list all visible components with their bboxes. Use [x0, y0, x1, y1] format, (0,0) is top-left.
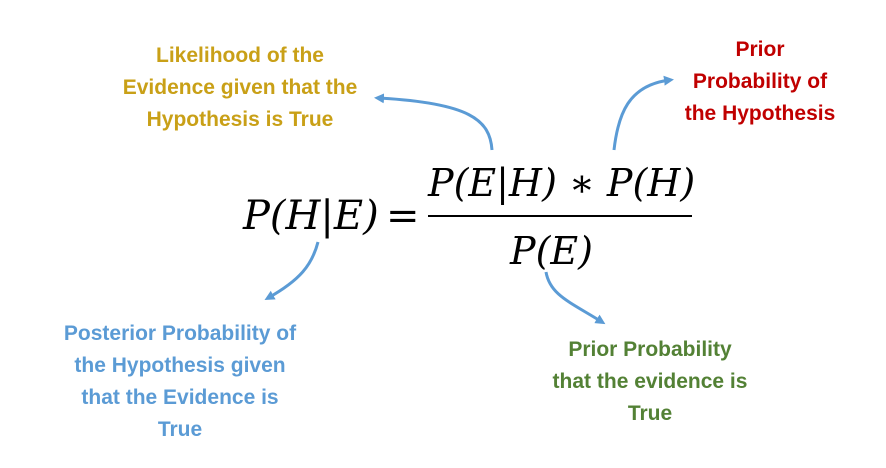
- posterior-label-line: Posterior Probability of: [63, 322, 297, 345]
- prior-hypothesis-label: Prior Probability of the Hypothesis: [640, 34, 880, 130]
- likelihood-label-line: Likelihood of the: [156, 44, 324, 67]
- formula-lhs: P(H|E): [243, 193, 379, 239]
- likelihood-label-line: Evidence given that the: [122, 76, 358, 99]
- posterior-label: Posterior Probability of the Hypothesis …: [20, 318, 340, 446]
- formula-denominator: P(E): [510, 229, 593, 273]
- posterior-label-line: True: [157, 418, 203, 441]
- prior-evidence-label-line: Prior Probability: [568, 338, 732, 361]
- likelihood-label: Likelihood of the Evidence given that th…: [70, 40, 410, 136]
- posterior-arrow: [264, 241, 320, 300]
- prior-evidence-arrow: [544, 271, 606, 325]
- prior-evidence-label-line: that the evidence is: [552, 370, 748, 393]
- posterior-label-line: that the Evidence is: [81, 386, 279, 409]
- prior-evidence-label: Prior Probability that the evidence is T…: [500, 334, 800, 430]
- formula-numerator: P(E|H) ∗ P(H): [428, 161, 696, 205]
- prior-hypothesis-label-line: Prior: [735, 38, 785, 61]
- formula-equals-sign: =: [386, 193, 420, 239]
- prior-evidence-label-line: True: [627, 402, 673, 425]
- prior-hypothesis-label-line: Probability of: [692, 70, 828, 93]
- prior-hypothesis-label-line: the Hypothesis: [684, 102, 836, 125]
- likelihood-arrow: [374, 93, 494, 151]
- posterior-label-line: the Hypothesis given: [74, 354, 286, 377]
- prior-hypothesis-arrow: [612, 75, 674, 151]
- fraction-bar: [428, 215, 692, 217]
- likelihood-label-line: Hypothesis is True: [146, 108, 334, 131]
